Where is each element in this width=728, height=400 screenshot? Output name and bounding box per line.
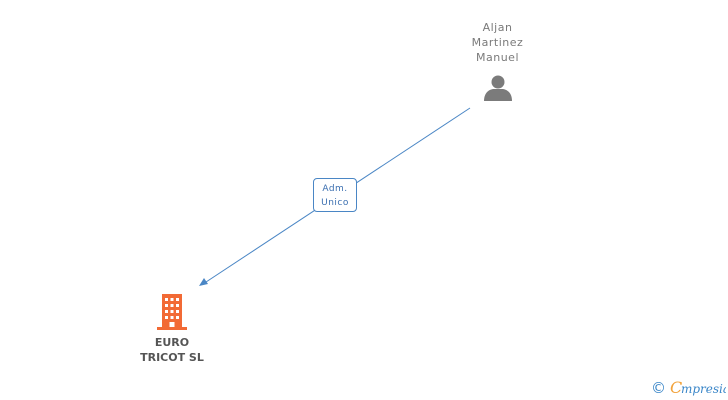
- watermark: © C mpresia: [651, 378, 726, 398]
- person-icon[interactable]: [483, 74, 513, 102]
- building-icon[interactable]: [156, 294, 188, 330]
- person-name-line-1[interactable]: Aljan: [482, 21, 513, 34]
- company-node[interactable]: EURO TRICOT SL: [120, 294, 224, 365]
- company-name[interactable]: EURO TRICOT SL: [120, 335, 224, 365]
- copyright-symbol: ©: [651, 379, 666, 397]
- empresia-logo: C mpresia: [670, 379, 726, 397]
- person-node[interactable]: Aljan Martinez Manuel: [450, 20, 545, 102]
- brand-initial: C: [670, 379, 682, 397]
- company-name-line-1[interactable]: EURO: [154, 336, 190, 349]
- person-name-line-3[interactable]: Manuel: [476, 51, 519, 64]
- role-label[interactable]: Adm. Unico: [313, 178, 357, 212]
- role-line-2: Unico: [321, 198, 349, 208]
- company-name-line-2[interactable]: TRICOT SL: [140, 351, 204, 364]
- person-name[interactable]: Aljan Martinez Manuel: [450, 20, 545, 65]
- role-line-1: Adm.: [322, 184, 348, 194]
- person-name-line-2[interactable]: Martinez: [471, 36, 524, 49]
- arrowhead: [199, 278, 208, 286]
- brand-text: mpresia: [681, 382, 726, 396]
